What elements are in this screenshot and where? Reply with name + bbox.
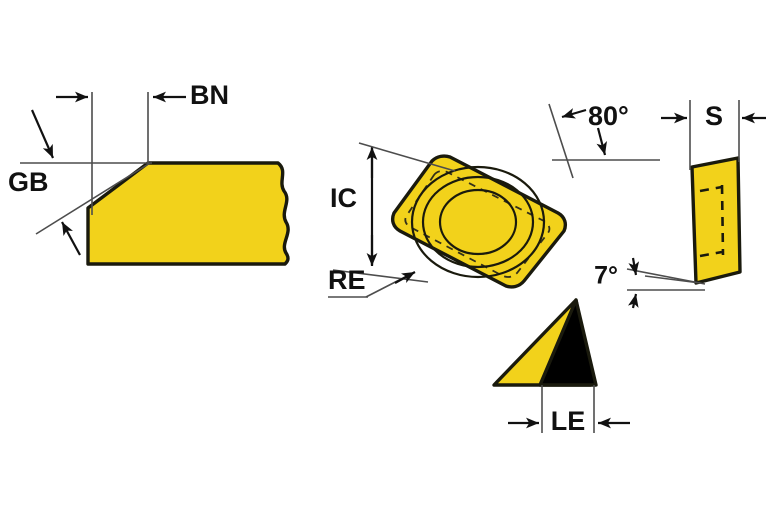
le-label: LE [551,406,586,436]
gb-label: GB [8,167,49,197]
clearance-arrow-lower [627,293,639,309]
gb-arrow-upper [30,109,55,159]
ic-label: IC [330,183,357,213]
hole-counterbore-outer [410,165,546,279]
insert-side-body [690,156,742,285]
chipbreaker-contour [404,170,551,278]
angle-leg-slanted [548,103,574,179]
gb-arrow-lower [61,221,81,256]
re-label: RE [328,265,366,295]
clearance-arrow-upper [628,257,640,276]
bore-hidden-line-lower [699,250,723,258]
insert-rhombus-body [390,154,568,289]
corner-detail-view: 7° LE [492,257,706,436]
re-leader-arrow [394,271,416,284]
top-view: IC RE 80° [328,101,660,298]
s-label: S [705,101,723,131]
side-view: S [644,100,766,285]
edge-detail-view: BN GB [8,80,290,266]
hole-through-bore [438,188,518,256]
clearance-angle-label: 7° [594,262,618,290]
gb-chamfer-extension-line [35,162,151,235]
insert-edge-body [86,161,290,266]
angle-arrow-lower [596,127,607,156]
wedge-land-face [538,298,598,387]
hole-counterbore-inner [421,175,535,269]
clearance-leg-slanted [626,268,706,285]
bn-label: BN [190,80,229,110]
ic-extension-line-top [358,142,456,172]
angle-arrow-upper [561,108,587,119]
bore-hidden-line-upper [699,185,723,193]
point-angle-label: 80° [588,101,629,131]
bore-hidden-line-vertical [720,184,725,256]
